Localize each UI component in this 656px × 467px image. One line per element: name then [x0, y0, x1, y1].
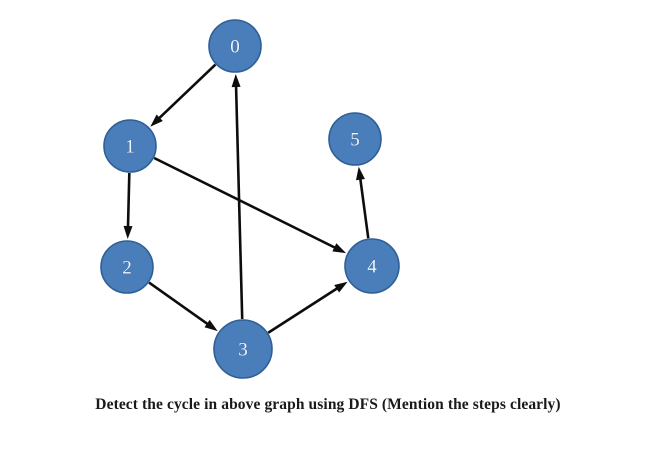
arrow-head-icon	[231, 73, 241, 88]
arrow-head-icon	[334, 281, 348, 293]
figure-caption: Detect the cycle in above graph using DF…	[95, 396, 561, 413]
graph-node-2[interactable]: 2	[100, 240, 154, 294]
node-circle[interactable]	[103, 119, 157, 173]
node-label: 4	[367, 257, 377, 278]
graph-edge-1-4: 1 to 4	[153, 156, 347, 254]
graph-node-0[interactable]: 0	[208, 19, 262, 73]
graph-edge-3-0: 3 to 0	[231, 73, 244, 320]
node-label: 5	[350, 130, 360, 151]
graph-node-3[interactable]: 3	[213, 319, 273, 379]
node-label: 0	[230, 37, 240, 58]
graph-node-1[interactable]: 1	[103, 119, 157, 173]
node-label: 3	[238, 340, 248, 361]
arrow-head-icon	[123, 225, 133, 240]
edge-line	[126, 172, 131, 229]
node-circle[interactable]	[328, 112, 382, 166]
edges-layer: 0 to 1 1 to 2 1 to 4 2 to 3 3 to 0 3 to 4 4 to…	[123, 63, 370, 334]
edge-line	[153, 156, 337, 250]
graph-edge-3-4: 3 to 4	[267, 281, 348, 334]
arrow-head-icon	[355, 166, 365, 181]
arrow-head-icon	[150, 114, 163, 127]
graph-edge-4-5: 4 to 5	[355, 166, 370, 239]
arrow-head-icon	[204, 319, 218, 332]
edge-line	[267, 286, 340, 334]
arrow-head-icon	[332, 243, 347, 254]
nodes-layer: 0 1 2 3 4 5	[100, 19, 400, 379]
node-circle[interactable]	[208, 19, 262, 73]
edge-line	[234, 84, 244, 320]
node-circle[interactable]	[213, 319, 273, 379]
node-label: 2	[122, 258, 132, 279]
node-circle[interactable]	[100, 240, 154, 294]
edge-line	[358, 177, 370, 239]
graph-edge-2-3: 2 to 3	[148, 281, 218, 332]
edge-line	[148, 281, 210, 326]
graph-edge-0-1: 0 to 1	[150, 63, 217, 127]
graph-edge-1-2: 1 to 2	[123, 172, 133, 240]
graph-node-4[interactable]: 4	[344, 238, 400, 294]
edge-line	[157, 63, 217, 121]
node-circle[interactable]	[344, 238, 400, 294]
graph-node-5[interactable]: 5	[328, 112, 382, 166]
node-label: 1	[125, 137, 135, 158]
